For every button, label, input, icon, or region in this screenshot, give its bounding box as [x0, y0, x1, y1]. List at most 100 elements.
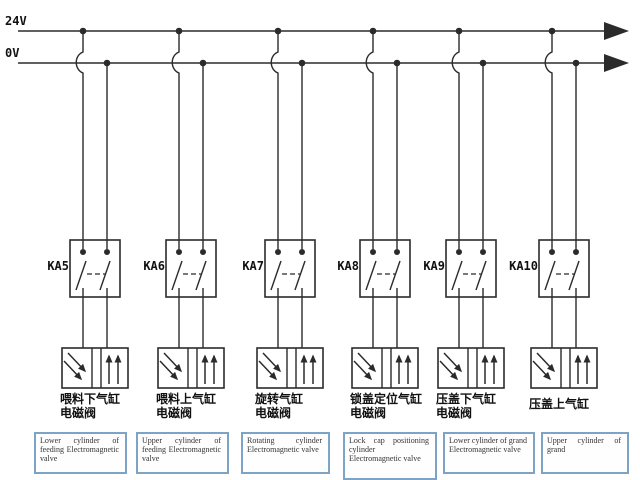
- contact-terminal-dot: [200, 249, 206, 255]
- contact-blade: [171, 260, 183, 291]
- contact-blade: [75, 260, 87, 291]
- branch-2: [157, 27, 225, 389]
- junction-dot-0v: [572, 59, 580, 67]
- relay-label-ka10: KA10: [509, 259, 538, 273]
- valve-caption-cn-6: 压盖上气缸: [529, 397, 624, 411]
- valve-box: [61, 347, 129, 389]
- valve-diagonal-arrow-icon: [163, 352, 183, 373]
- junction-dot-24v: [79, 27, 87, 35]
- contact-terminal-dot: [573, 249, 579, 255]
- rail-0v-arrow-icon: [604, 54, 629, 72]
- contact-terminal-dot: [549, 249, 555, 255]
- branch-5: [437, 27, 505, 389]
- valve-box: [256, 347, 324, 389]
- junction-dot-24v: [369, 27, 377, 35]
- contact-terminal-dot: [80, 249, 86, 255]
- junction-dot-0v: [393, 59, 401, 67]
- relay-contact-box: [69, 239, 121, 298]
- branch-3: [256, 27, 324, 389]
- contact-blade: [451, 260, 463, 291]
- contact-blade: [389, 260, 401, 291]
- contact-blade: [270, 260, 282, 291]
- valve-caption-cn-2: 喂料上气缸 电磁阀: [156, 392, 251, 420]
- wire-24v-drop: [75, 31, 84, 249]
- relay-label-ka9: KA9: [423, 259, 445, 273]
- valve-caption-en-1: Lower cylinder of feeding Electromagneti…: [34, 432, 127, 474]
- valve-caption-cn-5: 压盖下气缸 电磁阀: [436, 392, 531, 420]
- relay-contact-box: [359, 239, 411, 298]
- junction-dot-24v: [175, 27, 183, 35]
- valve-caption-cn-4-line1: 锁盖定位气缸: [350, 392, 423, 406]
- valve-diagonal-arrow-icon: [159, 360, 179, 381]
- junction-dot-0v: [479, 59, 487, 67]
- valve-diagonal-arrow-icon: [258, 360, 278, 381]
- rail-label-0v: 0V: [5, 46, 20, 60]
- relay-contact-box: [445, 239, 497, 298]
- relay-contact-box: [264, 239, 316, 298]
- relay-label-ka5: KA5: [47, 259, 69, 273]
- rail-label-24v: 24V: [5, 14, 27, 28]
- junction-dot-0v: [103, 59, 111, 67]
- junction-dot-24v: [455, 27, 463, 35]
- wire-24v-drop: [270, 31, 279, 249]
- contact-blade: [294, 260, 306, 291]
- contact-blade: [568, 260, 580, 291]
- relay-contact-box: [538, 239, 590, 298]
- wire-24v-drop: [544, 31, 553, 249]
- valve-box: [157, 347, 225, 389]
- valve-diagonal-arrow-icon: [353, 360, 373, 381]
- valve-caption-cn-3: 旋转气缸 电磁阀: [255, 392, 350, 420]
- valve-caption-cn-5-line2: 电磁阀: [436, 406, 473, 420]
- contact-terminal-dot: [104, 249, 110, 255]
- contact-terminal-dot: [299, 249, 305, 255]
- valve-caption-cn-3-line1: 旋转气缸: [255, 392, 304, 406]
- valve-box: [530, 347, 598, 389]
- contact-terminal-dot: [275, 249, 281, 255]
- valve-caption-en-5: Lower cylinder of grand Electromagnetic …: [443, 432, 535, 474]
- valve-caption-cn-1-line2: 电磁阀: [60, 406, 97, 420]
- valve-box: [351, 347, 419, 389]
- branch-6: [530, 27, 598, 389]
- branch-1: [61, 27, 129, 389]
- relay-contact-box: [165, 239, 217, 298]
- valve-diagonal-arrow-icon: [357, 352, 377, 373]
- junction-dot-24v: [274, 27, 282, 35]
- contact-blade: [365, 260, 377, 291]
- contact-terminal-dot: [370, 249, 376, 255]
- valve-caption-en-6: Upper cylinder of grand: [541, 432, 629, 474]
- valve-diagonal-arrow-icon: [63, 360, 83, 381]
- contact-terminal-dot: [394, 249, 400, 255]
- contact-blade: [99, 260, 111, 291]
- valve-caption-cn-2-line2: 电磁阀: [156, 406, 193, 420]
- valve-caption-cn-5-line1: 压盖下气缸: [436, 392, 497, 406]
- valve-caption-cn-1-line1: 喂料下气缸: [60, 392, 121, 406]
- contact-terminal-dot: [176, 249, 182, 255]
- valve-box: [437, 347, 505, 389]
- valve-caption-en-3: Rotating cylinder Electromagnetic valve: [241, 432, 330, 474]
- valve-caption-en-4: Lock cap positioning cylinder Electromag…: [343, 432, 437, 480]
- valve-caption-cn-4-line2: 电磁阀: [350, 406, 387, 420]
- valve-diagonal-arrow-icon: [536, 352, 556, 373]
- contact-blade: [195, 260, 207, 291]
- branch-4: [351, 27, 419, 389]
- relay-label-ka7: KA7: [242, 259, 264, 273]
- valve-diagonal-arrow-icon: [67, 352, 87, 373]
- valve-caption-en-2: Upper cylinder of feeding Electromagneti…: [136, 432, 229, 474]
- valve-diagonal-arrow-icon: [532, 360, 552, 381]
- contact-blade: [475, 260, 487, 291]
- relay-label-ka6: KA6: [143, 259, 165, 273]
- rail-24v-arrow-icon: [604, 22, 629, 40]
- valve-diagonal-arrow-icon: [262, 352, 282, 373]
- wire-24v-drop: [365, 31, 374, 249]
- contact-terminal-dot: [480, 249, 486, 255]
- valve-caption-cn-4: 锁盖定位气缸 电磁阀: [350, 392, 445, 420]
- valve-caption-cn-3-line2: 电磁阀: [255, 406, 292, 420]
- valve-caption-cn-1: 喂料下气缸 电磁阀: [60, 392, 155, 420]
- junction-dot-24v: [548, 27, 556, 35]
- wire-24v-drop: [171, 31, 180, 249]
- valve-diagonal-arrow-icon: [443, 352, 463, 373]
- valve-caption-cn-2-line1: 喂料上气缸: [156, 392, 217, 406]
- valve-diagonal-arrow-icon: [439, 360, 459, 381]
- junction-dot-0v: [199, 59, 207, 67]
